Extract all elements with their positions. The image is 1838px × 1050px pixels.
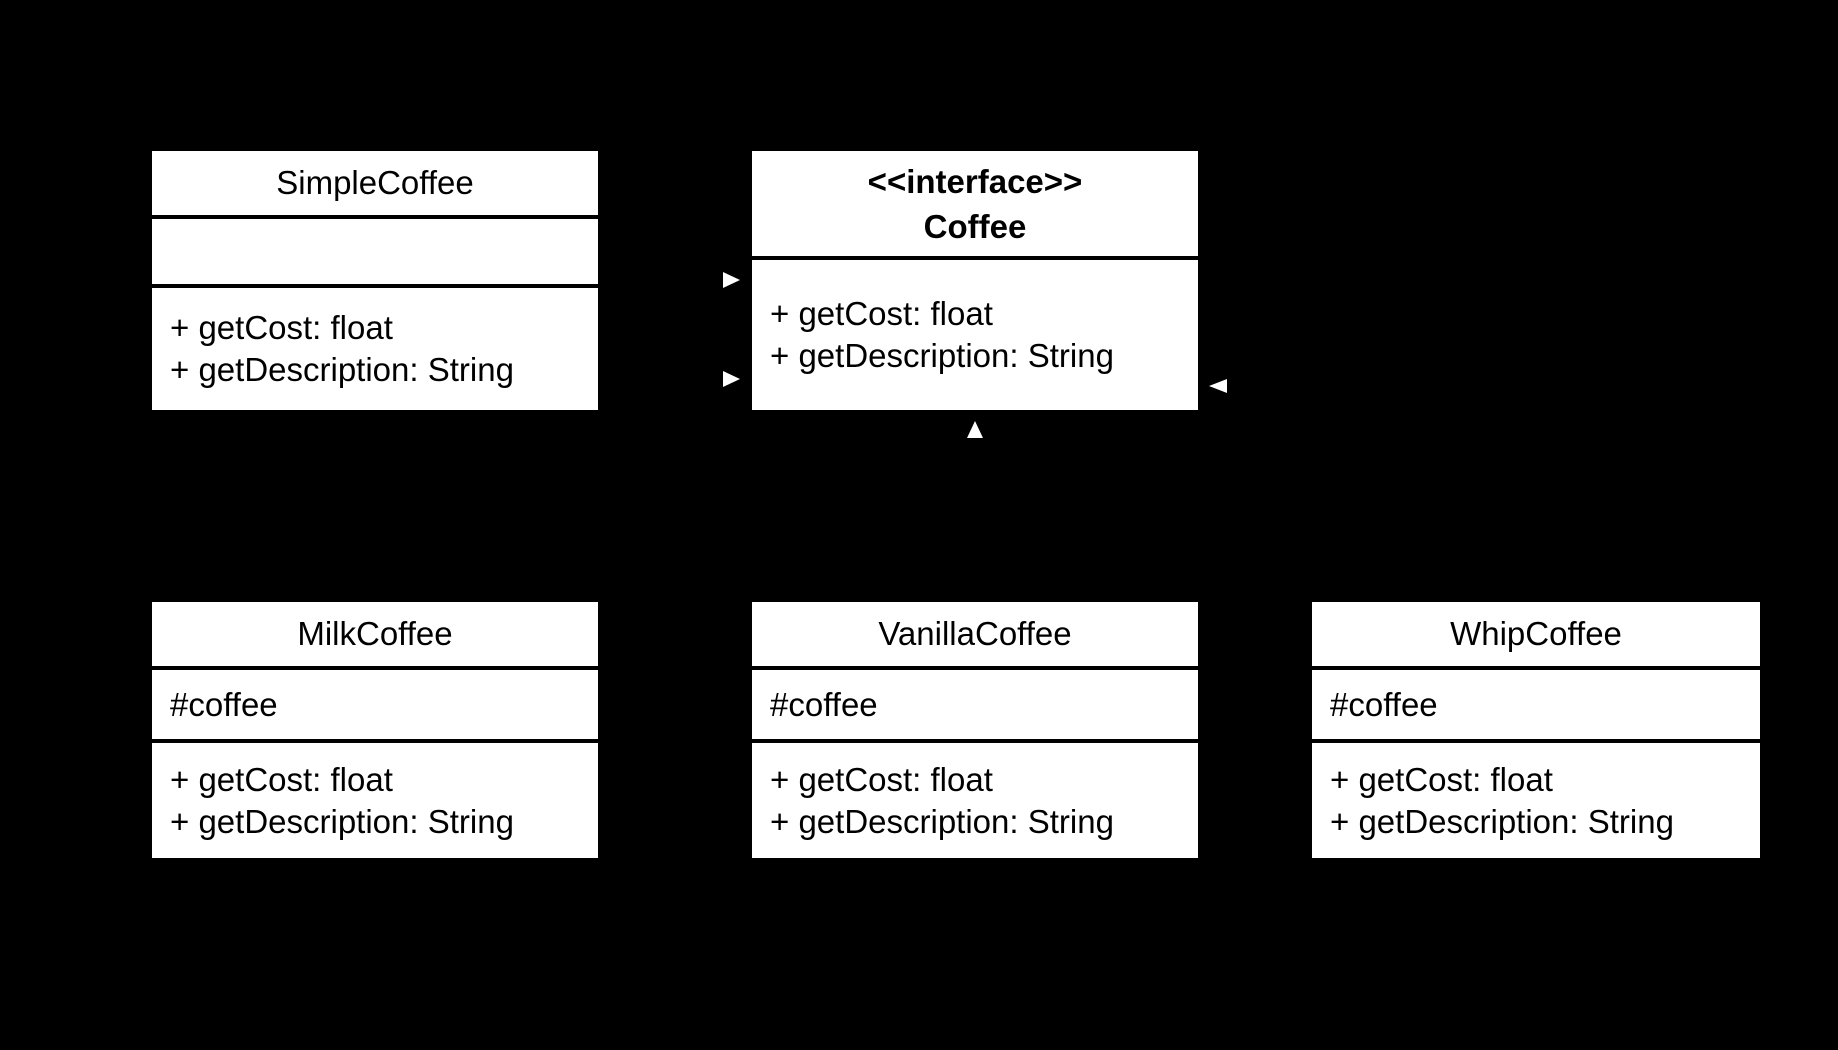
class-box-vanillacoffee: VanillaCoffee #coffee + getCost: float +…: [752, 602, 1198, 858]
class-name-label: WhipCoffee: [1450, 615, 1622, 652]
arrowhead-up-icon: [967, 421, 983, 438]
methods-section-simplecoffee: + getCost: float + getDescription: Strin…: [152, 288, 598, 410]
attribute-coffee: #coffee: [1330, 685, 1438, 723]
methods-section-coffee: + getCost: float + getDescription: Strin…: [752, 260, 1198, 410]
method-getdescription: + getDescription: String: [1330, 802, 1674, 840]
attributes-section-milkcoffee: #coffee: [152, 670, 598, 743]
class-name-label: Coffee: [923, 207, 1027, 245]
attribute-coffee: #coffee: [770, 685, 878, 723]
method-getdescription: + getDescription: String: [170, 802, 514, 840]
method-getdescription: + getDescription: String: [770, 337, 1114, 374]
method-getdescription: + getDescription: String: [170, 351, 514, 388]
attribute-coffee: #coffee: [170, 685, 278, 723]
class-name-label: VanillaCoffee: [878, 615, 1072, 652]
attributes-section-simplecoffee: [152, 219, 598, 288]
interface-title-coffee: <<interface>> Coffee: [752, 151, 1198, 260]
class-title-milkcoffee: MilkCoffee: [152, 602, 598, 670]
methods-section-whipcoffee: + getCost: float + getDescription: Strin…: [1312, 743, 1760, 858]
arrowhead-right-icon: [723, 272, 740, 288]
methods-section-milkcoffee: + getCost: float + getDescription: Strin…: [152, 743, 598, 858]
class-name-label: MilkCoffee: [297, 615, 453, 652]
class-name-label: SimpleCoffee: [276, 164, 474, 201]
attributes-section-whipcoffee: #coffee: [1312, 670, 1760, 743]
class-box-milkcoffee: MilkCoffee #coffee + getCost: float + ge…: [152, 602, 598, 858]
methods-section-vanillacoffee: + getCost: float + getDescription: Strin…: [752, 743, 1198, 858]
method-getcost: + getCost: float: [770, 295, 993, 332]
arrowhead-right-icon: [723, 371, 740, 387]
arrowhead-left-icon: [1209, 379, 1227, 393]
method-getcost: + getCost: float: [170, 309, 393, 346]
class-title-vanillacoffee: VanillaCoffee: [752, 602, 1198, 670]
method-getcost: + getCost: float: [1330, 760, 1553, 798]
stereotype-label: <<interface>>: [867, 162, 1083, 200]
class-box-whipcoffee: WhipCoffee #coffee + getCost: float + ge…: [1312, 602, 1760, 858]
method-getcost: + getCost: float: [170, 760, 393, 798]
method-getcost: + getCost: float: [770, 760, 993, 798]
class-title-simplecoffee: SimpleCoffee: [152, 151, 598, 219]
attributes-section-vanillacoffee: #coffee: [752, 670, 1198, 743]
class-title-whipcoffee: WhipCoffee: [1312, 602, 1760, 670]
interface-box-coffee: <<interface>> Coffee + getCost: float + …: [752, 151, 1198, 410]
method-getdescription: + getDescription: String: [770, 802, 1114, 840]
class-box-simplecoffee: SimpleCoffee + getCost: float + getDescr…: [152, 151, 598, 410]
